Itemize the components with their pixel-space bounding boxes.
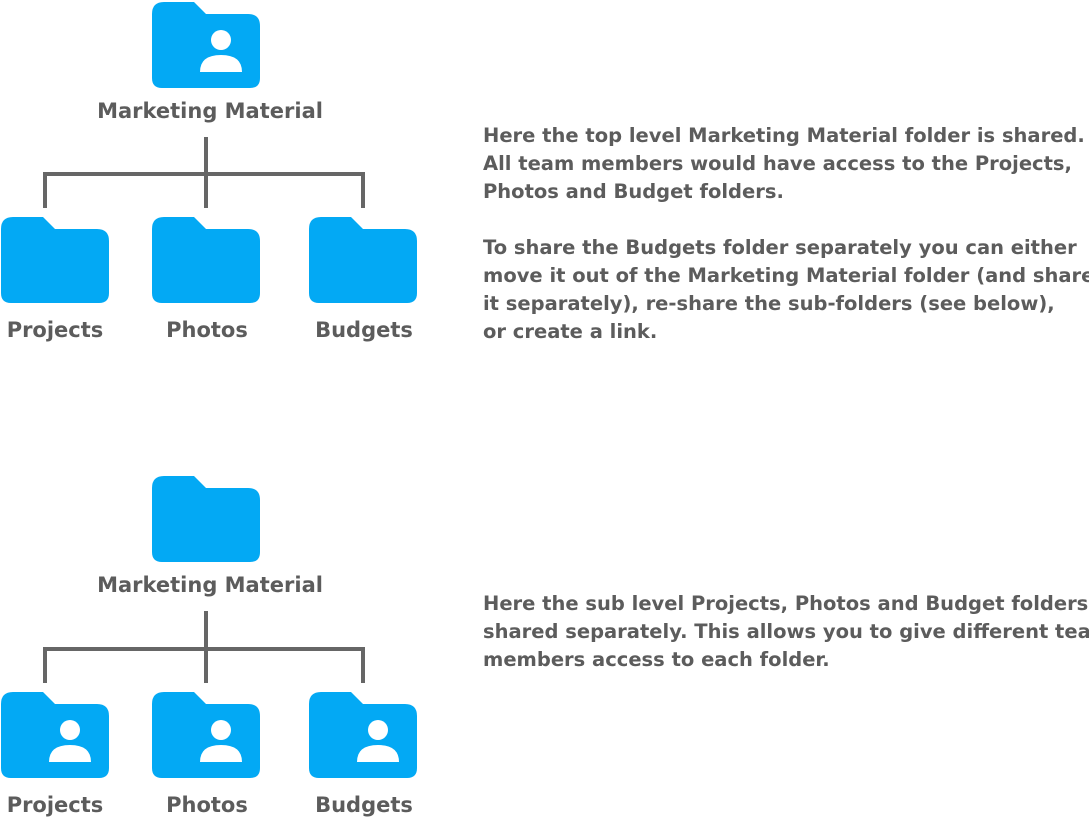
description-line: Photos and Budget folders. (483, 180, 784, 203)
folder-icon (309, 217, 417, 303)
shared-folder-icon (309, 692, 417, 778)
folder-icon (1, 217, 109, 303)
child-folder-label-budgets: Budgets (315, 793, 413, 817)
hierarchy-connector (43, 611, 365, 683)
description-line (483, 206, 1089, 234)
folder-icon (152, 476, 260, 562)
hierarchy-connector (43, 137, 365, 208)
folder-icon (152, 217, 260, 303)
description-line: Here the top level Marketing Material fo… (483, 124, 1085, 147)
child-folder-label-photos: Photos (166, 793, 248, 817)
description-line: members access to each folder. (483, 648, 830, 671)
description-line: move it out of the Marketing Material fo… (483, 264, 1089, 287)
shared-folder-icon (152, 692, 260, 778)
description-line: To share the Budgets folder separately y… (483, 236, 1077, 259)
root-folder-label: Marketing Material (97, 99, 323, 123)
child-folder-label-projects: Projects (6, 318, 104, 342)
folder-diagram-bottom: Marketing Material Projects Photos Budge… (0, 475, 470, 820)
description-line: shared separately. This allows you to gi… (483, 620, 1089, 643)
child-folder-label-budgets: Budgets (315, 318, 413, 342)
description-line: or create a link. (483, 320, 658, 343)
child-folder-label-photos: Photos (166, 318, 248, 342)
shared-folder-icon (1, 692, 109, 778)
description-line: it separately), re-share the sub-folders… (483, 292, 1055, 315)
description-top: Here the top level Marketing Material fo… (483, 122, 1089, 346)
description-line: All team members would have access to th… (483, 152, 1072, 175)
root-folder-label: Marketing Material (97, 573, 323, 597)
shared-folder-icon (152, 2, 260, 88)
description-line: Here the sub level Projects, Photos and … (483, 592, 1089, 615)
description-bottom: Here the sub level Projects, Photos and … (483, 590, 1089, 674)
child-folder-label-projects: Projects (6, 793, 104, 817)
folder-diagram-top: Marketing Material Projects Photos Budge… (0, 0, 470, 345)
